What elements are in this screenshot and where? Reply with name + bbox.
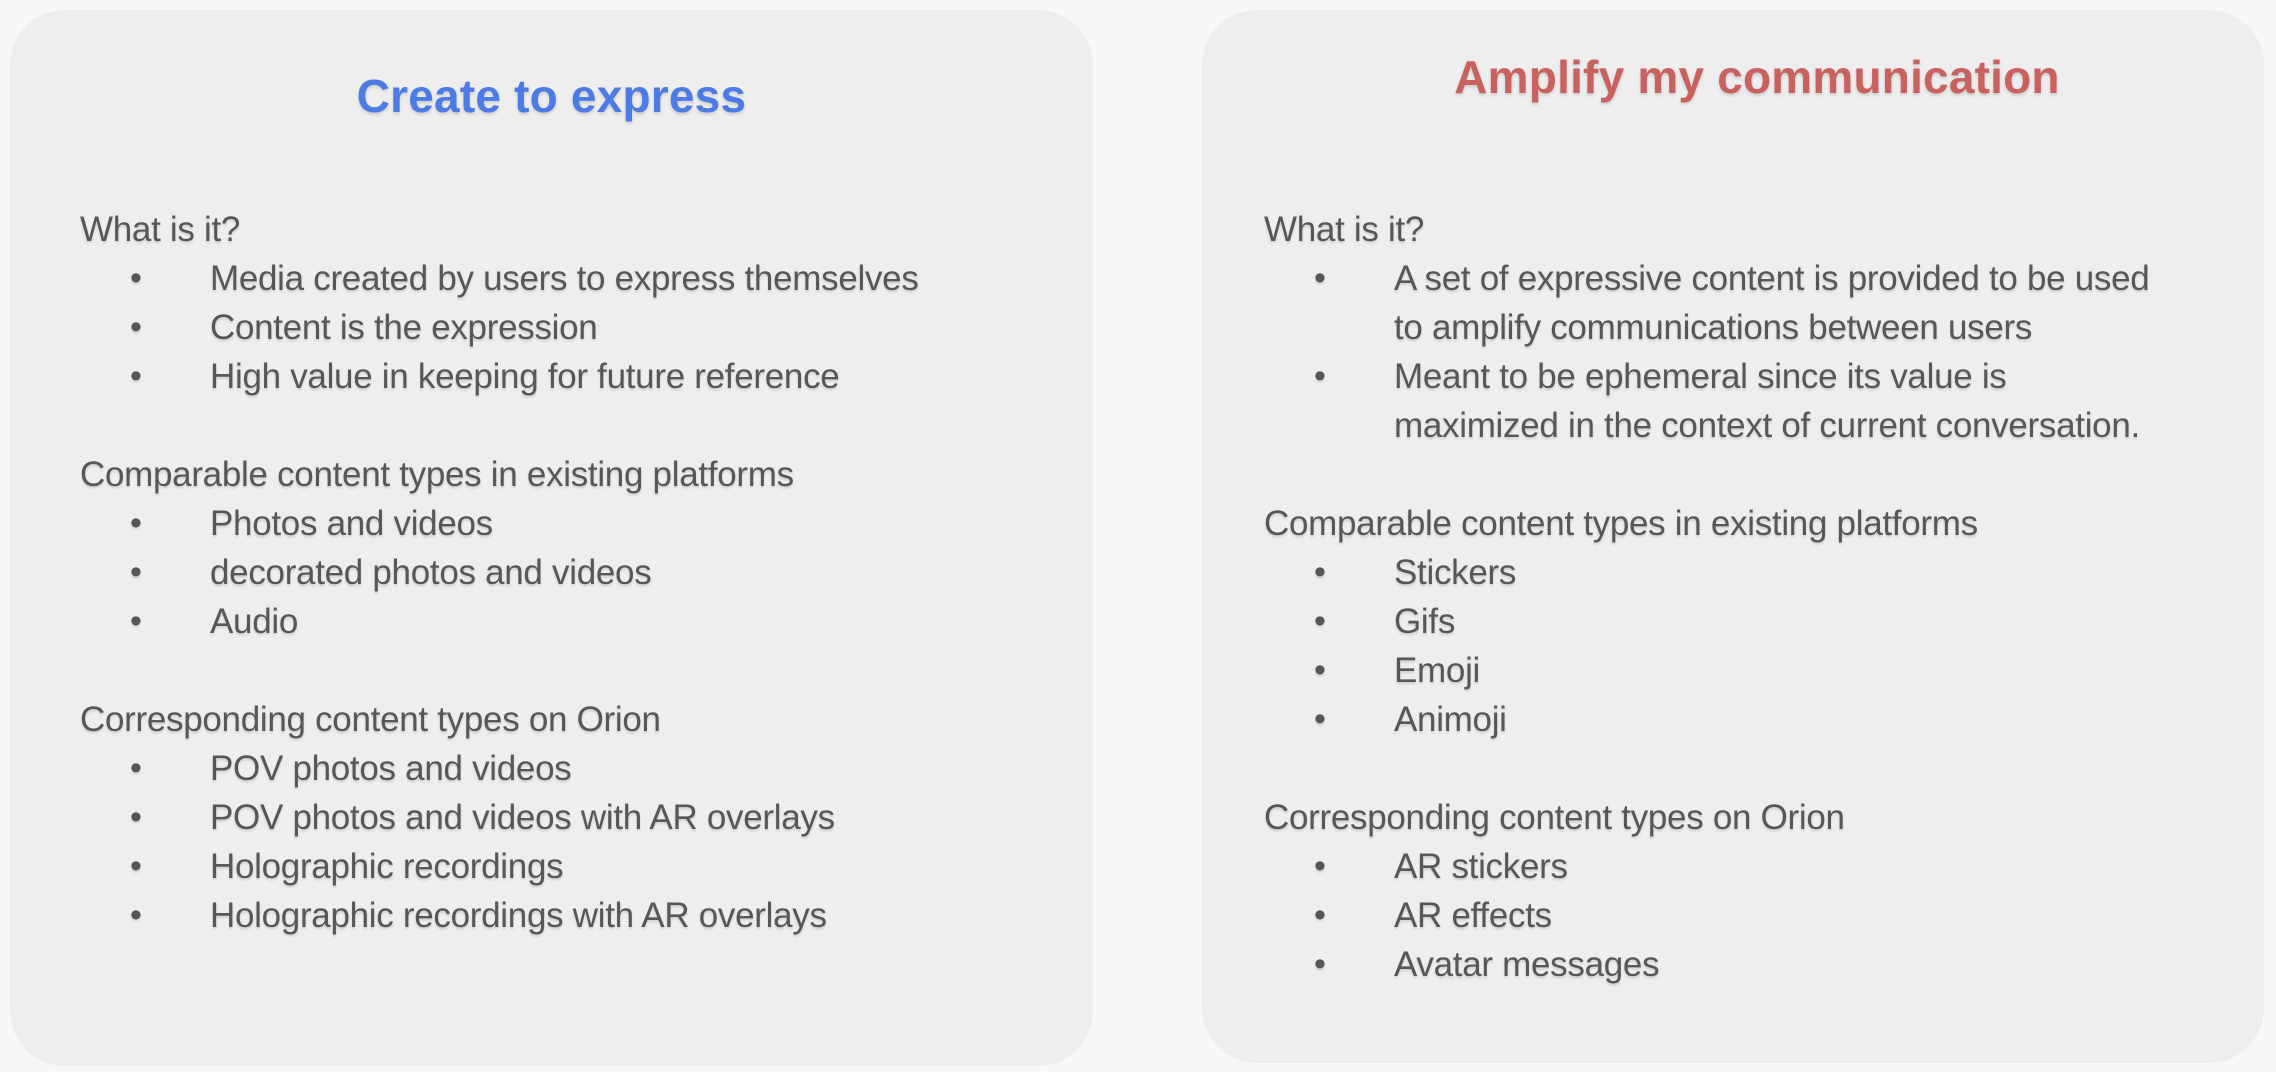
bullet-icon: • — [130, 259, 142, 297]
bullet-icon: • — [130, 602, 142, 640]
bullet-text: Gifs — [1394, 602, 1456, 641]
section-heading: Comparable content types in existing pla… — [80, 455, 794, 494]
bullet-icon: • — [1314, 553, 1326, 591]
bullet-list: • Media created by users to express thems… — [80, 254, 1023, 401]
bullet-icon: • — [1314, 896, 1326, 934]
bullet-list: • A set of expressive content is provided… — [1264, 254, 2194, 450]
bullet-text: Holographic recordings — [210, 847, 564, 886]
bullet-item: • Audio — [80, 597, 1023, 646]
bullet-icon: • — [1314, 602, 1326, 640]
bullet-text: POV photos and videos — [210, 749, 572, 788]
bullet-icon: • — [1314, 259, 1326, 297]
bullet-icon: • — [1314, 945, 1326, 983]
bullet-icon: • — [130, 798, 142, 836]
bullet-item: • Gifs — [1264, 597, 2194, 646]
bullet-icon: • — [130, 357, 142, 395]
bullet-icon: • — [1314, 847, 1326, 885]
bullet-icon: • — [130, 504, 142, 542]
bullet-item: • Avatar messages — [1264, 940, 2194, 989]
bullet-icon: • — [130, 847, 142, 885]
bullet-icon: • — [1314, 357, 1326, 395]
bullet-icon: • — [130, 749, 142, 787]
bullet-item: • Meant to be ephemeral since its value i… — [1264, 352, 2194, 450]
card-section: Comparable content types in existing pla… — [1264, 499, 2194, 744]
bullet-item: • A set of expressive content is provided… — [1264, 254, 2194, 352]
bullet-item: • POV photos and videos — [80, 744, 1023, 793]
bullet-text: Meant to be ephemeral since its value is… — [1394, 357, 2140, 445]
bullet-text: High value in keeping for future referen… — [210, 357, 840, 396]
bullet-list: • Photos and videos • decorated photos and … — [80, 499, 1023, 646]
section-heading: Corresponding content types on Orion — [80, 700, 661, 739]
bullet-item: • AR effects — [1264, 891, 2194, 940]
bullet-list: • AR stickers • AR effects • Avatar messages — [1264, 842, 2194, 989]
bullet-icon: • — [130, 308, 142, 346]
card-title: Create to express — [356, 70, 747, 122]
bullet-text: Photos and videos — [210, 504, 493, 543]
card-section: Corresponding content types on Orion • POV… — [80, 695, 1023, 940]
section-heading: Corresponding content types on Orion — [1264, 798, 1845, 837]
bullet-text: Media created by users to express themse… — [210, 259, 919, 298]
bullet-item: • Holographic recordings with AR overlays — [80, 891, 1023, 940]
bullet-item: • Photos and videos — [80, 499, 1023, 548]
card-section: What is it? • Media created by users to ex… — [80, 205, 1023, 401]
card-section: Comparable content types in existing pla… — [80, 450, 1023, 646]
bullet-item: • POV photos and videos with AR overlays — [80, 793, 1023, 842]
bullet-text: Content is the expression — [210, 308, 598, 347]
bullet-text: Holographic recordings with AR overlays — [210, 896, 827, 935]
bullet-list: • POV photos and videos • POV photos and vi… — [80, 744, 1023, 940]
card-create-to-express: Create to express What is it? • Media crea… — [10, 10, 1093, 1066]
bullet-item: • AR stickers — [1264, 842, 2194, 891]
bullet-text: Avatar messages — [1394, 945, 1660, 984]
section-heading: Comparable content types in existing pla… — [1264, 504, 1978, 543]
bullet-item: • High value in keeping for future refere… — [80, 352, 1023, 401]
bullet-text: Emoji — [1394, 651, 1481, 690]
bullet-item: • Animoji — [1264, 695, 2194, 744]
bullet-item: • Stickers — [1264, 548, 2194, 597]
bullet-icon: • — [130, 896, 142, 934]
bullet-item: • decorated photos and videos — [80, 548, 1023, 597]
card-amplify-my-communication: Amplify my communication What is it? • A s… — [1202, 10, 2264, 1063]
card-sections: What is it? • Media created by users to ex… — [80, 205, 1023, 940]
bullet-icon: • — [1314, 700, 1326, 738]
card-sections: What is it? • A set of expressive content … — [1264, 205, 2194, 989]
section-heading: What is it? — [1264, 210, 1425, 249]
card-section: Corresponding content types on Orion • AR … — [1264, 793, 2194, 989]
bullet-text: Stickers — [1394, 553, 1517, 592]
bullet-item: • Holographic recordings — [80, 842, 1023, 891]
bullet-text: Audio — [210, 602, 299, 641]
bullet-text: AR effects — [1394, 896, 1552, 935]
bullet-icon: • — [1314, 651, 1326, 689]
section-heading: What is it? — [80, 210, 241, 249]
card-title: Amplify my communication — [1454, 51, 2060, 103]
bullet-item: • Media created by users to express thems… — [80, 254, 1023, 303]
bullet-item: • Emoji — [1264, 646, 2194, 695]
card-section: What is it? • A set of expressive content … — [1264, 205, 2194, 450]
bullet-text: AR stickers — [1394, 847, 1568, 886]
bullet-text: A set of expressive content is provided … — [1394, 259, 2150, 347]
bullet-icon: • — [130, 553, 142, 591]
bullet-text: Animoji — [1394, 700, 1507, 739]
bullet-item: • Content is the expression — [80, 303, 1023, 352]
bullet-text: decorated photos and videos — [210, 553, 652, 592]
bullet-list: • Stickers • Gifs • Emoji • Animoji — [1264, 548, 2194, 744]
bullet-text: POV photos and videos with AR overlays — [210, 798, 835, 837]
